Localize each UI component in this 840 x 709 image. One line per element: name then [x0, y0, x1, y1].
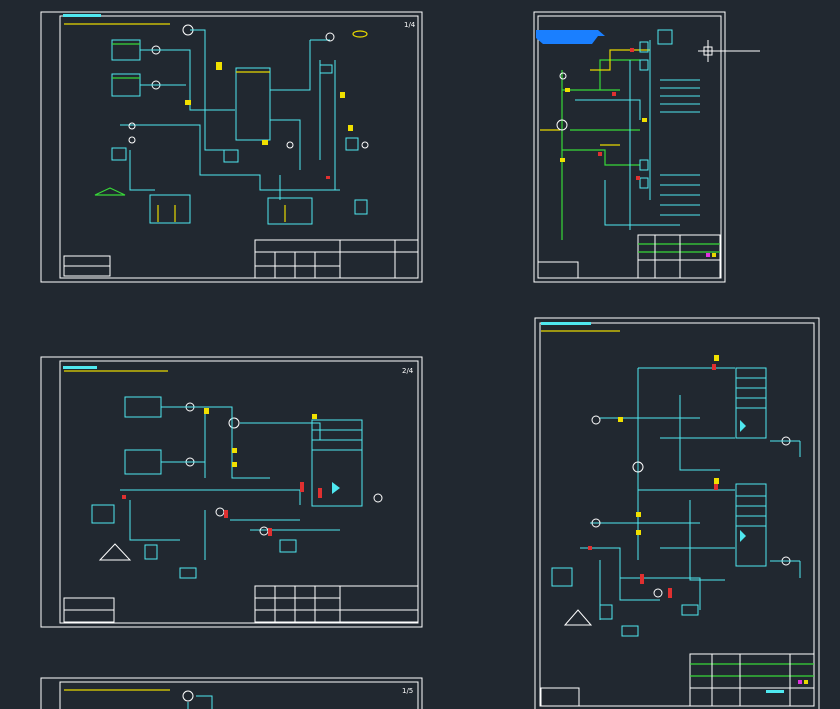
cad-pickbox: [703, 46, 713, 56]
sheet-inner-border: [537, 15, 722, 279]
flow-diagram: [551, 355, 801, 637]
flow-diagram: [91, 396, 383, 579]
title-block: [537, 234, 721, 279]
sheet-header-label: [63, 366, 97, 369]
blue-header-banner: [536, 30, 605, 44]
drawing-sheet-top-left: 1/4: [40, 11, 423, 283]
title-block: [63, 239, 419, 279]
sheet-header-label: [63, 14, 101, 17]
title-block: [540, 653, 815, 707]
drawing-sheet-top-right: [533, 11, 760, 283]
flow-diagram: [94, 24, 369, 225]
sheet-number: 1/5: [402, 687, 413, 695]
sheet-inner-border: [59, 681, 419, 709]
flow-diagram: [540, 29, 700, 240]
title-block: [63, 585, 419, 623]
sheet-inner-border: [539, 322, 815, 707]
drawing-sheet-bottom-left: 1/5: [40, 677, 423, 709]
sheet-header-label: [541, 322, 591, 325]
sheet-outer-border: [533, 11, 726, 283]
drawing-sheet-middle-left: 2/4: [40, 356, 423, 628]
sheet-inner-border: [59, 360, 419, 624]
sheet-outer-border: [40, 677, 423, 709]
sheet-outer-border: [40, 356, 423, 628]
sheet-number: 2/4: [402, 367, 414, 375]
sheet-number: 1/4: [404, 21, 416, 29]
sheet-inner-border: [59, 15, 419, 279]
sheet-outer-border: [534, 317, 820, 709]
sheet-outer-border: [40, 11, 423, 283]
drawing-sheet-bottom-right: [534, 317, 820, 709]
